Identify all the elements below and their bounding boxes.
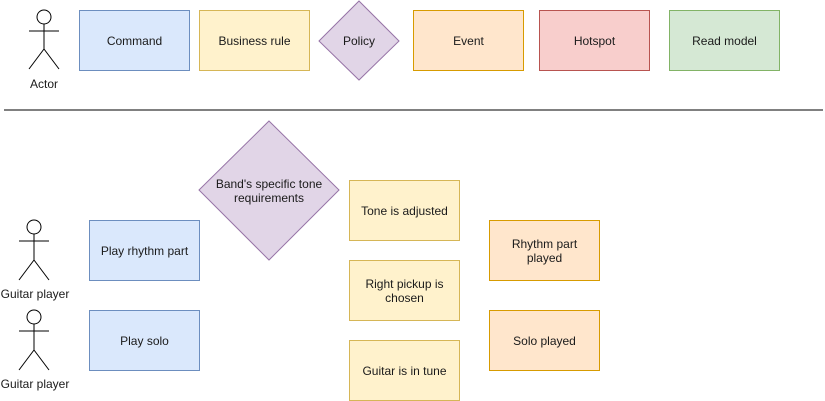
actor-label: Guitar player [0,377,70,391]
business-rule-box: Right pickup is chosen [349,260,460,321]
command-box: Play rhythm part [89,220,200,281]
policy-diamond-shape [198,120,340,261]
actor-label: Guitar player [0,287,70,301]
event-box: Solo played [489,310,600,371]
business-rule-box: Tone is adjusted [349,180,460,241]
guitar-player-actor-icon [18,219,50,281]
business-rule-box: Guitar is in tune [349,340,460,401]
guitar-player-actor-icon [18,309,50,371]
event-box: Rhythm part played [489,220,600,281]
policy-label: Band's specific tone requirements [215,177,323,205]
legend-actor-icon [28,9,60,70]
command-box: Play solo [89,310,200,371]
legend-actor-label: Actor [29,77,58,91]
legend-event-box: Event [413,10,524,71]
legend-hotspot-box: Hotspot [539,10,650,71]
legend-policy-label: Policy [342,34,375,48]
legend-command-box: Command [79,10,190,71]
legend-business-rule-box: Business rule [199,10,310,71]
legend-read-model-box: Read model [669,10,780,71]
legend-policy-diamond-shape [318,0,400,81]
